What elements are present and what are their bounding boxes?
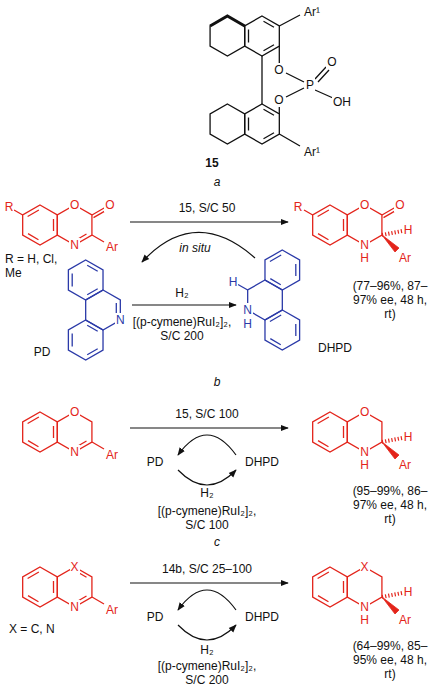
- compound-label: DHPD: [244, 610, 280, 624]
- atom-label: O: [326, 55, 337, 69]
- atom-label: H: [403, 585, 414, 599]
- reagent-label: [(p-cymene)RuI₂]₂, S/C 100: [150, 504, 264, 532]
- substrate-product-structures: [14, 205, 402, 614]
- atom-label: N: [69, 238, 80, 252]
- atom-label: H: [359, 613, 370, 627]
- compound-number: 15: [204, 156, 219, 170]
- pd-dhpd-structures: [68, 250, 301, 360]
- atom-label: O: [273, 93, 284, 107]
- atom-label: Ar: [105, 448, 119, 462]
- atom-label: R: [293, 200, 304, 214]
- atom-label: Ar: [398, 458, 412, 472]
- atom-label: O: [104, 198, 115, 212]
- yield-note: (77–96%, 87–97% ee, 48 h, rt): [351, 279, 429, 321]
- atom-label: N: [69, 600, 80, 614]
- atom-label: H: [228, 275, 239, 289]
- atom-label: O: [359, 405, 370, 419]
- atom-label: H: [403, 430, 414, 444]
- atom-label: O: [69, 198, 80, 212]
- reagent-label: 15, S/C 100: [174, 407, 239, 421]
- atom-label: Ar¹: [303, 5, 321, 19]
- atom-label: Ar: [105, 603, 119, 617]
- atom-label: O: [359, 198, 370, 212]
- compound-label: DHPD: [244, 455, 280, 469]
- reagent-label: H₂: [174, 286, 189, 300]
- atom-label: X: [70, 560, 80, 574]
- compound-label: PD: [33, 345, 52, 359]
- scheme-letter: c: [213, 535, 221, 549]
- reagent-label: 15, S/C 50: [178, 201, 237, 215]
- reagent-label: 14b, S/C 25–100: [161, 562, 253, 576]
- atom-label: N: [69, 445, 80, 459]
- yield-note: (95–99%, 86–97% ee, 48 h, rt): [351, 484, 429, 526]
- compound-label: R = H, Cl, Me: [4, 252, 64, 280]
- yield-note: (64–99%, 85–95% ee, 48 h, rt): [351, 639, 429, 681]
- reagent-label: H₂: [199, 643, 214, 657]
- compound-label: PD: [146, 610, 165, 624]
- atom-label: N: [359, 238, 370, 252]
- reagent-label: H₂: [199, 486, 214, 500]
- atom-label: Ar: [105, 240, 119, 254]
- atom-label: N: [359, 600, 370, 614]
- atom-label: R: [4, 200, 15, 214]
- atom-label: N: [242, 303, 253, 317]
- atom-label: P: [305, 78, 315, 92]
- scheme-letter: b: [213, 375, 222, 389]
- catalyst-structure: [210, 15, 333, 146]
- atom-label: Ar: [398, 613, 412, 627]
- atom-label: Ar¹: [303, 145, 321, 159]
- reagent-label: in situ: [178, 241, 211, 255]
- scheme-letter: a: [213, 175, 222, 189]
- compound-label: PD: [146, 455, 165, 469]
- reaction-arrows: [130, 222, 288, 640]
- atom-label: OH: [332, 95, 352, 109]
- compound-label: X = C, N: [8, 622, 56, 636]
- atom-label: N: [359, 445, 370, 459]
- compound-label: DHPD: [317, 341, 353, 355]
- atom-label: H: [359, 251, 370, 265]
- atom-label: H: [403, 223, 414, 237]
- atom-label: H: [359, 458, 370, 472]
- atom-label: X: [360, 560, 370, 574]
- reagent-label: [(p-cymene)RuI₂]₂, S/C 200: [125, 315, 239, 343]
- atom-label: O: [394, 198, 405, 212]
- atom-label: H: [242, 317, 253, 331]
- atom-label: O: [273, 63, 284, 77]
- reagent-label: [(p-cymene)RuI₂]₂, S/C 200: [150, 659, 264, 687]
- atom-label: O: [69, 405, 80, 419]
- atom-label: Ar: [398, 251, 412, 265]
